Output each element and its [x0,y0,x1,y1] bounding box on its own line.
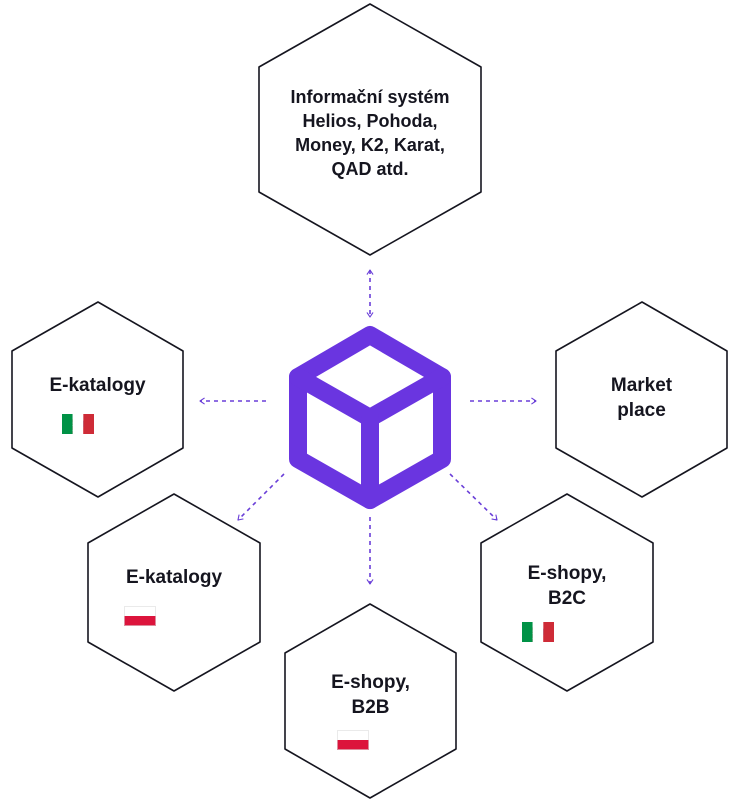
poland-flag-icon [124,606,156,626]
hex-ekatalogy-2 [87,493,261,692]
connector-ekatalogy-2 [237,473,285,521]
italy-flag-icon [522,622,554,642]
node-label-eshopy-b2b: E-shopy, B2B [331,672,410,719]
cube-icon [289,326,451,509]
node-label-info-system: Informační systém Helios, Pohoda, Money,… [290,87,450,179]
italy-flag-icon [62,414,94,434]
hex-eshopy-b2b [284,603,457,799]
node-label-ekatalogy-2: E-katalogy [125,567,223,588]
node-label-marketplace: Market place [610,375,673,422]
hex-info-system [258,3,482,256]
node-label-eshopy-b2c: E-shopy, B2C [527,563,607,610]
connector-eshopy-b2c [449,473,498,521]
node-label-ekatalogy-1: E-katalogy [49,375,146,396]
poland-flag-icon [337,730,369,750]
hex-marketplace [555,301,728,498]
hex-ekatalogy-1 [11,301,184,498]
